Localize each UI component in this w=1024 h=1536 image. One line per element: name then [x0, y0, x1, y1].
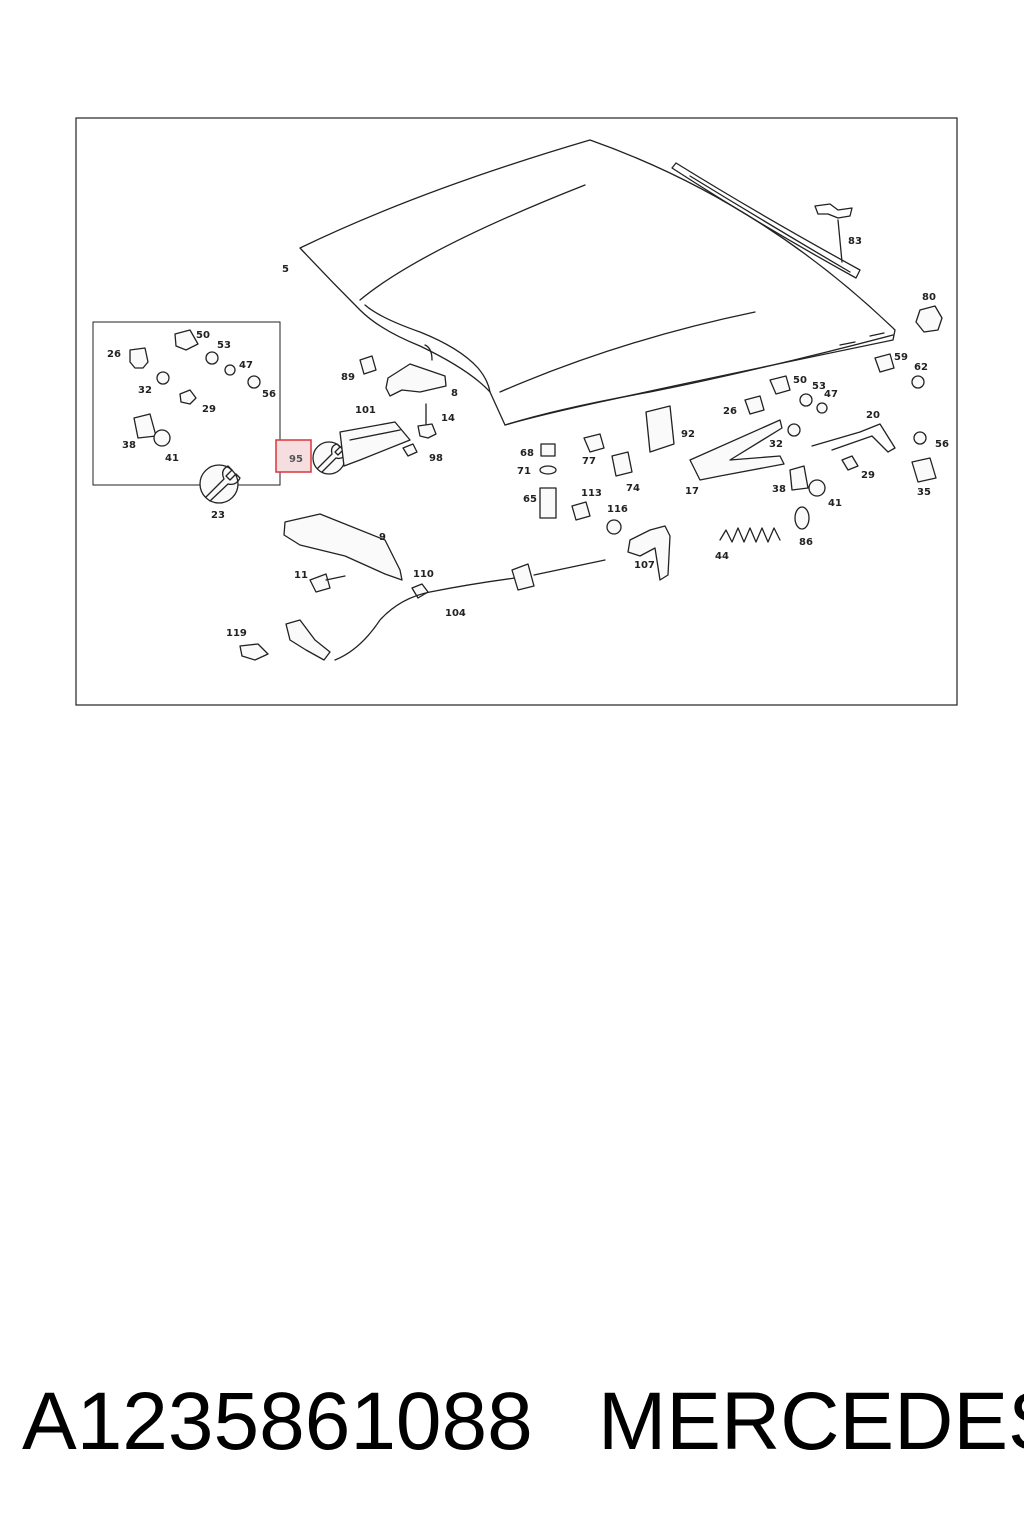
callout-56: 56	[262, 389, 276, 400]
part-44-spring	[719, 527, 781, 543]
callout-101: 101	[355, 405, 376, 416]
callout-41: 41	[165, 453, 179, 464]
callout-68: 68	[520, 448, 534, 459]
seal-strip	[671, 162, 861, 279]
callout-62: 62	[914, 362, 928, 373]
callout-29: 29	[202, 404, 216, 415]
callout-9: 9	[379, 532, 386, 543]
right-parts	[744, 353, 937, 497]
callout-92: 92	[681, 429, 695, 440]
callout-35: 35	[917, 487, 931, 498]
brand-caption: MERCEDES	[598, 1376, 1024, 1467]
part-11-bolt	[309, 573, 346, 593]
callout-113: 113	[581, 488, 602, 499]
callout-17: 17	[685, 486, 699, 497]
callout-98: 98	[429, 453, 443, 464]
callout-47-right: 47	[824, 389, 838, 400]
callout-11: 11	[294, 570, 308, 581]
hood-panel	[299, 139, 896, 426]
highlighted-label-95: 95	[289, 454, 303, 465]
callout-65: 65	[523, 494, 537, 505]
part-119-clip	[239, 643, 269, 661]
callout-104: 104	[445, 608, 466, 619]
callout-119: 119	[226, 628, 247, 639]
callout-86: 86	[799, 537, 813, 548]
highlight-box-95	[275, 439, 312, 473]
callout-20: 20	[866, 410, 880, 421]
part-116-washer	[606, 519, 622, 535]
callout-56-right: 56	[935, 439, 949, 450]
callout-38: 38	[122, 440, 136, 451]
callout-71: 71	[517, 466, 531, 477]
callout-50-right: 50	[793, 375, 807, 386]
part-107-handle	[627, 525, 671, 581]
callout-116: 116	[607, 504, 628, 515]
part-8-bracket	[385, 344, 447, 397]
part-14-screw	[417, 403, 437, 439]
callout-74: 74	[626, 483, 640, 494]
inset-parts	[129, 329, 261, 447]
part-83-clip	[814, 203, 853, 263]
callout-44: 44	[715, 551, 729, 562]
callout-89: 89	[341, 372, 355, 383]
inset-box	[92, 321, 281, 486]
callout-77: 77	[582, 456, 596, 467]
callout-8: 8	[451, 388, 458, 399]
callout-50: 50	[196, 330, 210, 341]
callout-41-right: 41	[828, 498, 842, 509]
cable-end	[285, 619, 331, 661]
part-number-caption: A1235861088	[22, 1376, 533, 1467]
part-89-clip	[359, 355, 377, 375]
callout-83: 83	[848, 236, 862, 247]
part-74-clip	[611, 451, 633, 477]
callout-29-right: 29	[861, 470, 875, 481]
callout-26: 26	[107, 349, 121, 360]
part-9-tray	[283, 513, 403, 581]
part-86-ring	[794, 506, 810, 530]
callout-53: 53	[217, 340, 231, 351]
wrench-icon-23	[199, 464, 241, 504]
callout-32: 32	[138, 385, 152, 396]
callout-14: 14	[441, 413, 455, 424]
callout-59: 59	[894, 352, 908, 363]
part-77-bolt	[583, 433, 605, 453]
callout-labels: 5 83 80 26 50 53 47 32 56 29 38 41 23 89…	[107, 236, 949, 639]
callout-5: 5	[282, 264, 289, 275]
center-parts	[539, 443, 557, 519]
callout-32-right: 32	[769, 439, 783, 450]
part-104-cable	[334, 559, 606, 661]
callout-47: 47	[239, 360, 253, 371]
part-92-plate	[645, 405, 675, 453]
callout-107: 107	[634, 560, 655, 571]
diagram-frame	[75, 117, 958, 706]
part-80-bumper	[915, 305, 943, 333]
callout-23: 23	[211, 510, 225, 521]
callout-80: 80	[922, 292, 936, 303]
callout-26-right: 26	[723, 406, 737, 417]
callout-38-right: 38	[772, 484, 786, 495]
part-17-hinge	[689, 419, 785, 481]
callout-110: 110	[413, 569, 434, 580]
wrench-icon-95	[312, 441, 347, 475]
part-113-screw	[571, 501, 591, 521]
callout-53-right: 53	[812, 381, 826, 392]
part-101-latch	[339, 421, 418, 467]
